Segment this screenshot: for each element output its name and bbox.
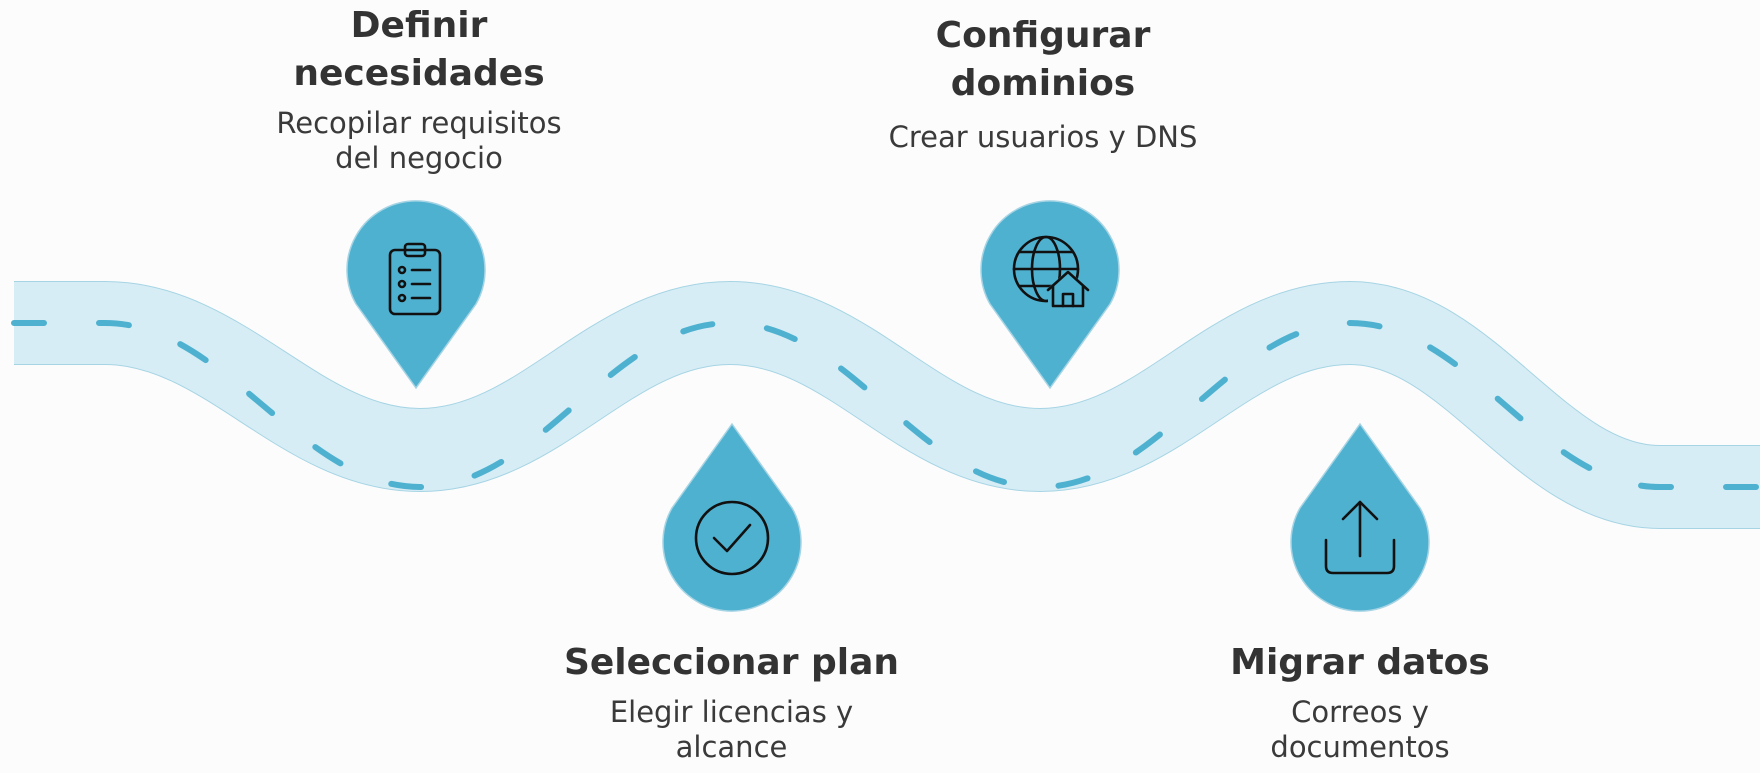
pin-marker-4 bbox=[1290, 422, 1430, 612]
check-circle-icon bbox=[694, 500, 770, 576]
clipboard-checklist-icon bbox=[388, 242, 442, 316]
step-description: Crear usuarios y DNS bbox=[888, 120, 1198, 154]
pin-marker-1 bbox=[346, 200, 486, 390]
pin-shape-down bbox=[346, 200, 486, 390]
winding-road-surface bbox=[14, 282, 1760, 528]
pin-shape-up bbox=[662, 422, 802, 612]
step-title: Migrar datos bbox=[1230, 642, 1490, 683]
pin-marker-2 bbox=[662, 422, 802, 612]
pin-marker-3 bbox=[980, 200, 1120, 390]
upload-icon bbox=[1324, 500, 1396, 575]
step-title: Seleccionar plan bbox=[563, 642, 900, 683]
globe-home-icon bbox=[1012, 235, 1090, 308]
